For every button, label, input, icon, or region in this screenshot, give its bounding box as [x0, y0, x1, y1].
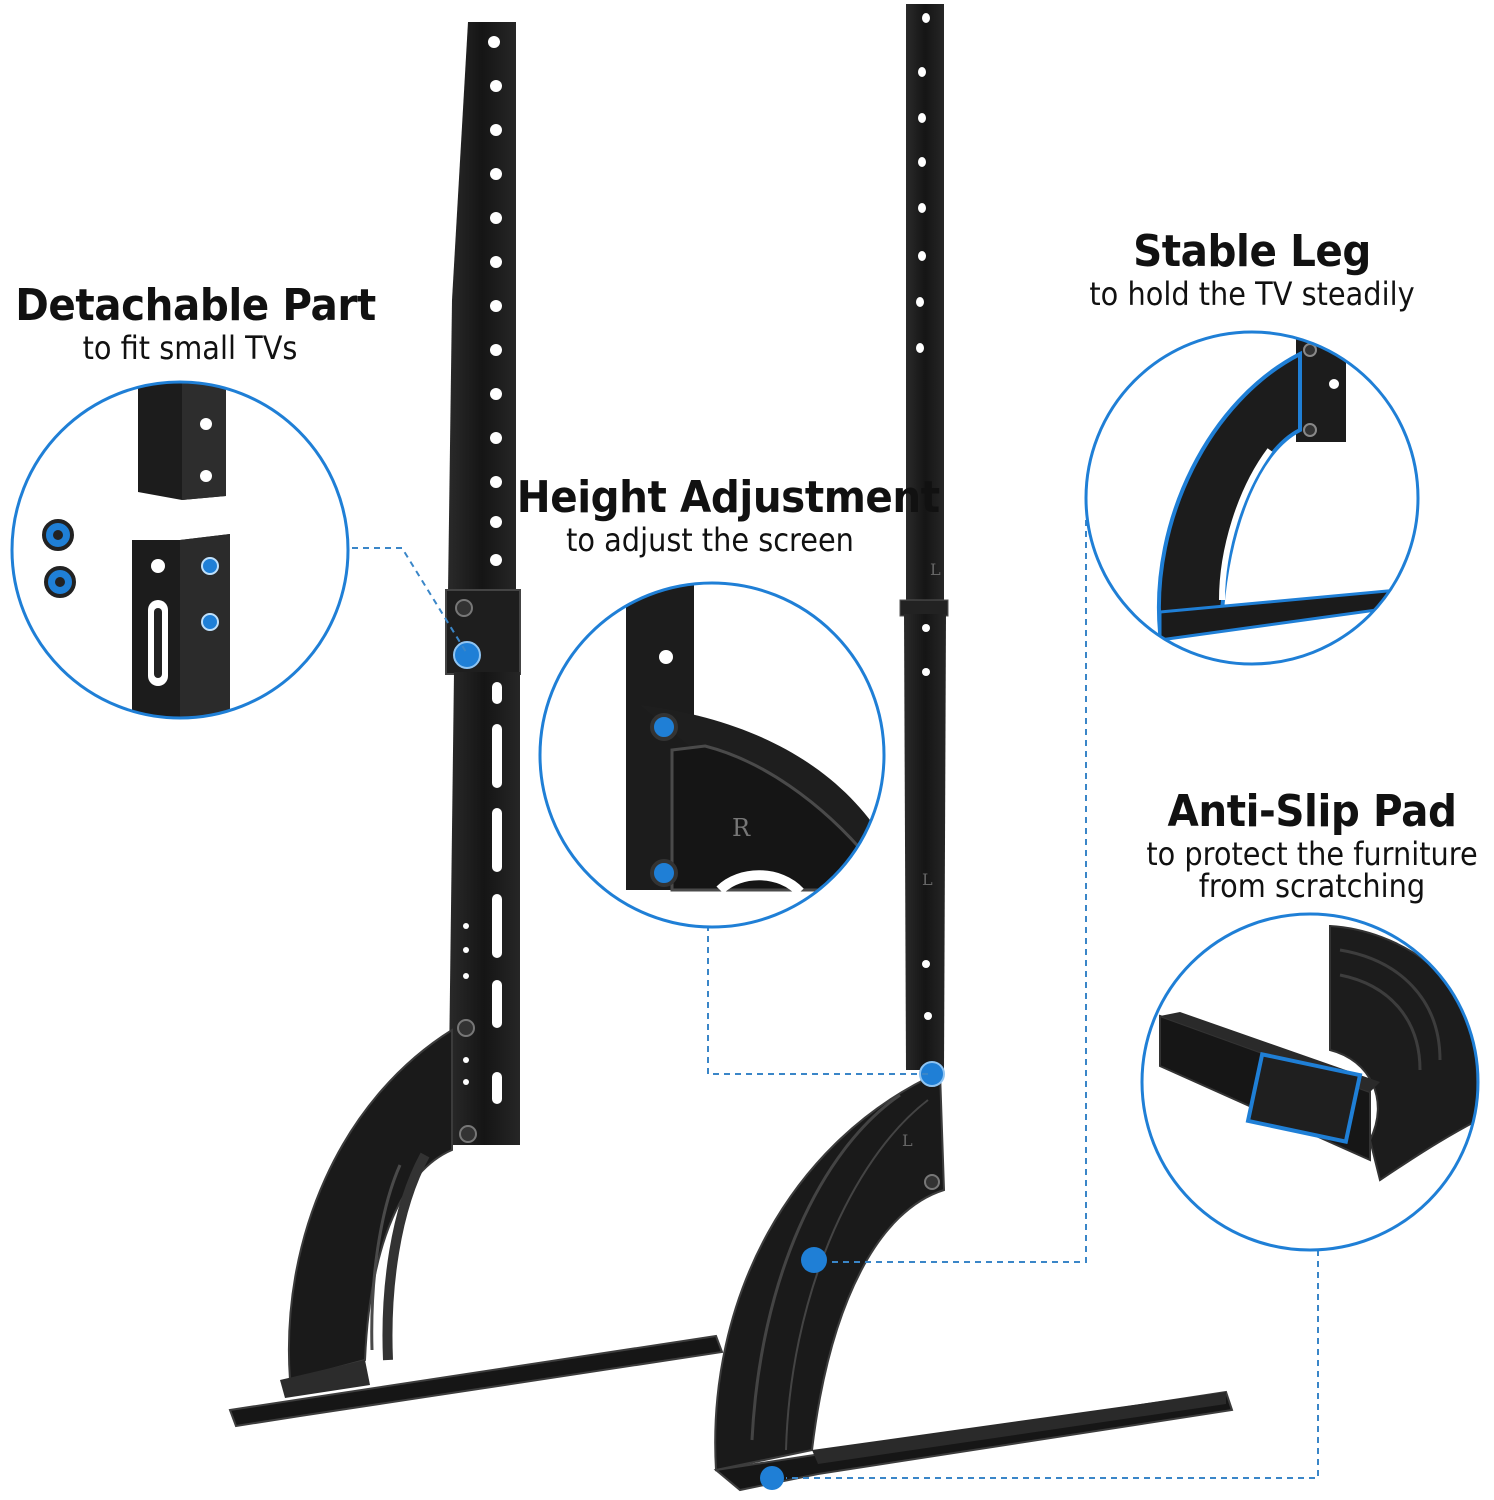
detail-circle-antislip [1140, 912, 1480, 1252]
feature-stable-subtitle: to hold the TV steadily [1089, 275, 1415, 313]
feature-detachable-title: Detachable Part [15, 280, 376, 331]
left-mark-upper: L [930, 560, 941, 579]
left-upper-pole [448, 22, 516, 592]
right-mark: R [732, 814, 751, 842]
detail-circle-height: R [538, 581, 886, 929]
left-lower-slots [463, 682, 502, 1104]
right-lower-pole [904, 614, 946, 1070]
right-blue-screw [919, 1061, 945, 1087]
feature-antislip: Anti-Slip Pad to protect the furniture f… [1110, 786, 1494, 902]
feature-antislip-title: Anti-Slip Pad [1167, 786, 1457, 837]
connector-detachable [352, 547, 467, 653]
left-mark-leg: L [902, 1131, 913, 1150]
right-pole-holes [916, 13, 930, 353]
left-mark-lower: L [922, 870, 933, 889]
callout-connectors [352, 520, 1319, 1479]
feature-stable-title: Stable Leg [1133, 226, 1371, 277]
feature-height-title: Height Adjustment [516, 472, 940, 523]
left-stand [228, 22, 724, 1428]
feature-stable: Stable Leg to hold the TV steadily [1060, 226, 1444, 310]
detail-circle-detachable [10, 380, 350, 720]
feature-height: Height Adjustment to adjust the screen [500, 472, 940, 559]
detail-circle-stable [1084, 330, 1420, 666]
feature-antislip-subtitle: to protect the furniture [1146, 835, 1478, 873]
right-leg-arc [714, 1070, 946, 1472]
right-leg-dot [801, 1247, 827, 1273]
feature-height-subtitle: to adjust the screen [566, 521, 854, 559]
right-stand: L L L [713, 4, 1234, 1492]
left-lower-pole [448, 672, 520, 1145]
right-upper-pole [906, 4, 944, 604]
left-base-foot [228, 1334, 724, 1428]
left-sleeve-bolt [455, 599, 473, 617]
feature-detachable: Detachable Part to fit small TVs [0, 280, 380, 364]
feature-antislip-subtitle-2: from scratching [1198, 867, 1426, 905]
feature-detachable-subtitle: to fit small TVs [82, 329, 298, 367]
connector-stable [828, 520, 1087, 1263]
left-blue-screw [453, 641, 481, 669]
connector-height [707, 925, 932, 1075]
right-base-dot [760, 1466, 784, 1490]
left-pole-holes [488, 36, 502, 566]
